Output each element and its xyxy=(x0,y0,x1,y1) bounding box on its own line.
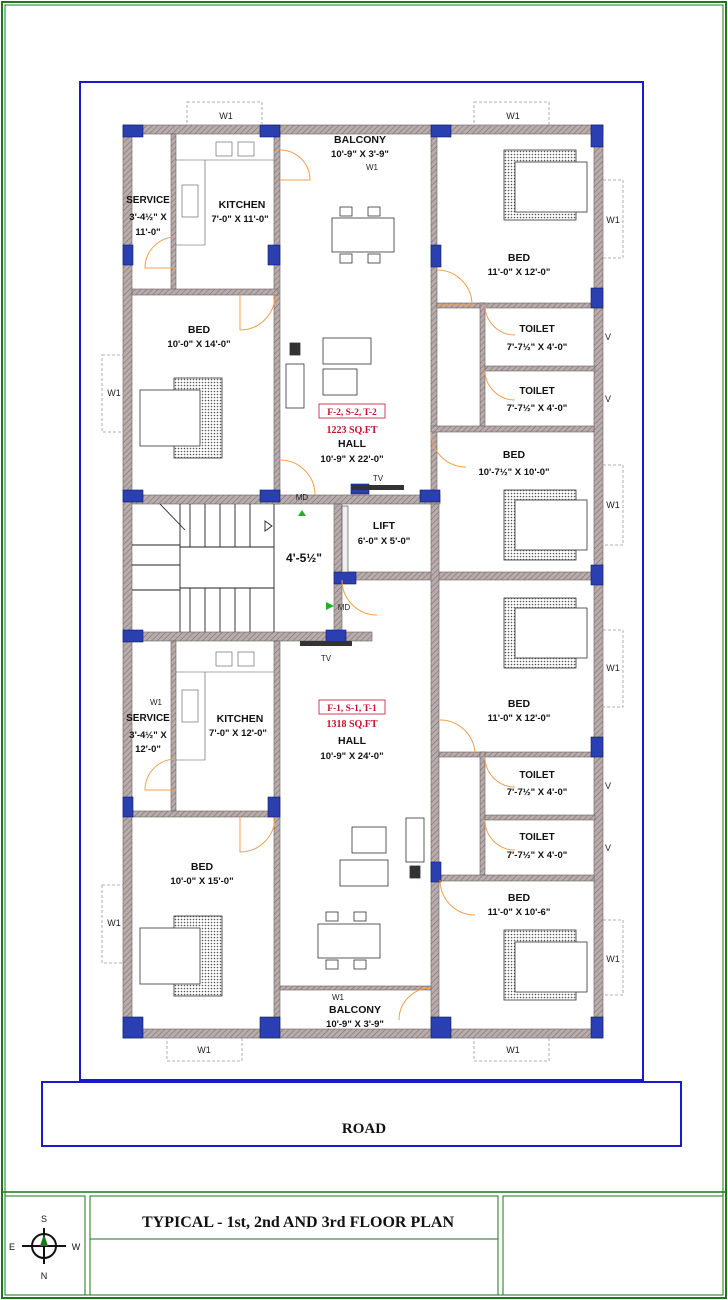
tv-label: TV xyxy=(373,474,384,483)
room-name-toilet: TOILET xyxy=(519,770,554,781)
room-name-hall: HALL xyxy=(338,735,367,747)
tv-unit-top xyxy=(352,485,404,490)
tv-label: TV xyxy=(321,654,332,663)
window-mark: W1 xyxy=(606,954,620,964)
beds xyxy=(139,149,588,1001)
room-dim-toilet: 7'-7½" X 4'-0" xyxy=(507,787,568,798)
unit-code-box xyxy=(318,403,386,419)
compass-icon xyxy=(22,1228,66,1264)
columns xyxy=(122,124,604,1039)
room-dim-toilet: 7'-7½" X 4'-0" xyxy=(507,342,568,353)
ventilator-mark: V xyxy=(605,843,611,853)
room-name-service: SERVICE xyxy=(126,713,170,724)
unit-code: F-1, S-1, T-1 xyxy=(327,704,377,714)
window-mark: W1 xyxy=(606,215,620,225)
room-dim-bed: 10'-7½" X 10'-0" xyxy=(478,467,549,478)
stamp-box xyxy=(502,1195,724,1296)
window-mark: W1 xyxy=(366,163,379,172)
unit-code-box xyxy=(318,699,386,715)
room-name-balcony: BALCONY xyxy=(334,134,386,146)
window-mark: W1 xyxy=(506,111,520,121)
title-box xyxy=(89,1195,499,1296)
room-name-kitchen: KITCHEN xyxy=(217,713,264,725)
unit-area: 1223 SQ.FT xyxy=(326,425,377,436)
compass-east: E xyxy=(9,1242,15,1252)
window-mark: W1 xyxy=(506,1045,520,1055)
room-name-balcony: BALCONY xyxy=(329,1004,381,1016)
room-dim-service: 11'-0" xyxy=(135,227,160,238)
room-dim-hall: 10'-9" X 22'-0" xyxy=(320,454,383,465)
room-dim-bed: 10'-0" X 15'-0" xyxy=(170,876,233,887)
window-mark: W1 xyxy=(332,993,345,1002)
kitchen-counters xyxy=(176,141,274,761)
hall-furniture xyxy=(285,206,425,970)
ventilator-mark: V xyxy=(605,394,611,404)
room-name-bed: BED xyxy=(508,698,531,710)
compass-south: S xyxy=(41,1214,47,1224)
room-dim-kitchen: 7'-0" X 11'-0" xyxy=(211,214,268,225)
lift-shaft xyxy=(341,505,349,573)
inner-border xyxy=(4,4,724,1296)
room-dim-lift: 6'-0" X 5'-0" xyxy=(358,536,411,547)
ventilator-mark: V xyxy=(605,781,611,791)
unit-code: F-2, S-2, T-2 xyxy=(327,408,377,418)
room-dim-toilet: 7'-7½" X 4'-0" xyxy=(507,403,568,414)
doors xyxy=(144,149,516,1021)
unit-area: 1318 SQ.FT xyxy=(326,719,377,730)
room-name-lift: LIFT xyxy=(373,520,396,532)
room-dim-bed: 10'-0" X 14'-0" xyxy=(167,339,230,350)
room-name-service: SERVICE xyxy=(126,195,170,206)
main-door-label: MD xyxy=(296,493,309,502)
room-name-hall: HALL xyxy=(338,438,367,450)
room-dim-service: 12'-0" xyxy=(135,744,161,755)
room-name-toilet: TOILET xyxy=(519,324,554,335)
room-name-kitchen: KITCHEN xyxy=(219,199,266,211)
window-mark: W1 xyxy=(150,698,163,707)
room-name-bed: BED xyxy=(188,324,211,336)
site-boundary xyxy=(79,81,644,1081)
drawing-title: TYPICAL - 1st, 2nd AND 3rd FLOOR PLAN xyxy=(142,1214,454,1231)
room-name-toilet: TOILET xyxy=(519,386,554,397)
room-name-toilet: TOILET xyxy=(519,832,554,843)
room-dim-kitchen: 7'-0" X 12'-0" xyxy=(209,728,267,739)
window-mark: W1 xyxy=(197,1045,211,1055)
room-dim-service: 3'-4½" X xyxy=(129,212,167,223)
room-dim-toilet: 7'-7½" X 4'-0" xyxy=(507,850,568,861)
window-mark: W1 xyxy=(606,500,620,510)
corridor-width: 4'-5½" xyxy=(286,551,322,565)
room-dim-balcony: 10'-9" X 3'-9" xyxy=(326,1019,384,1030)
room-dim-bed: 11'-0" X 12'-0" xyxy=(488,267,551,278)
room-dim-service: 3'-4½" X xyxy=(129,730,167,741)
main-door-label: MD xyxy=(338,603,351,612)
main-door-arrow-top xyxy=(298,510,306,516)
main-door-arrow-bottom xyxy=(326,602,334,610)
room-dim-balcony: 10'-9" X 3'-9" xyxy=(331,149,389,160)
tv-unit-bottom xyxy=(300,641,352,646)
window-mark: W1 xyxy=(606,663,620,673)
room-name-bed: BED xyxy=(508,892,531,904)
compass-box xyxy=(4,1195,86,1296)
walls xyxy=(122,124,604,1039)
window-mark: W1 xyxy=(219,111,233,121)
room-dim-bed: 11'-0" X 10'-6" xyxy=(488,907,551,918)
window-mark: W1 xyxy=(107,388,121,398)
compass-west: W xyxy=(72,1242,81,1252)
road-label: ROAD xyxy=(342,1121,386,1137)
road-strip xyxy=(41,1081,682,1147)
room-name-bed: BED xyxy=(503,449,526,461)
room-name-bed: BED xyxy=(508,252,531,264)
compass-north: N xyxy=(41,1271,48,1281)
window-mark: W1 xyxy=(107,918,121,928)
room-dim-bed: 11'-0" X 12'-0" xyxy=(488,713,551,724)
ventilator-mark: V xyxy=(605,332,611,342)
room-dim-hall: 10'-9" X 24'-0" xyxy=(320,751,383,762)
staircase xyxy=(132,503,275,632)
room-name-bed: BED xyxy=(191,861,214,873)
windows xyxy=(101,101,624,1062)
